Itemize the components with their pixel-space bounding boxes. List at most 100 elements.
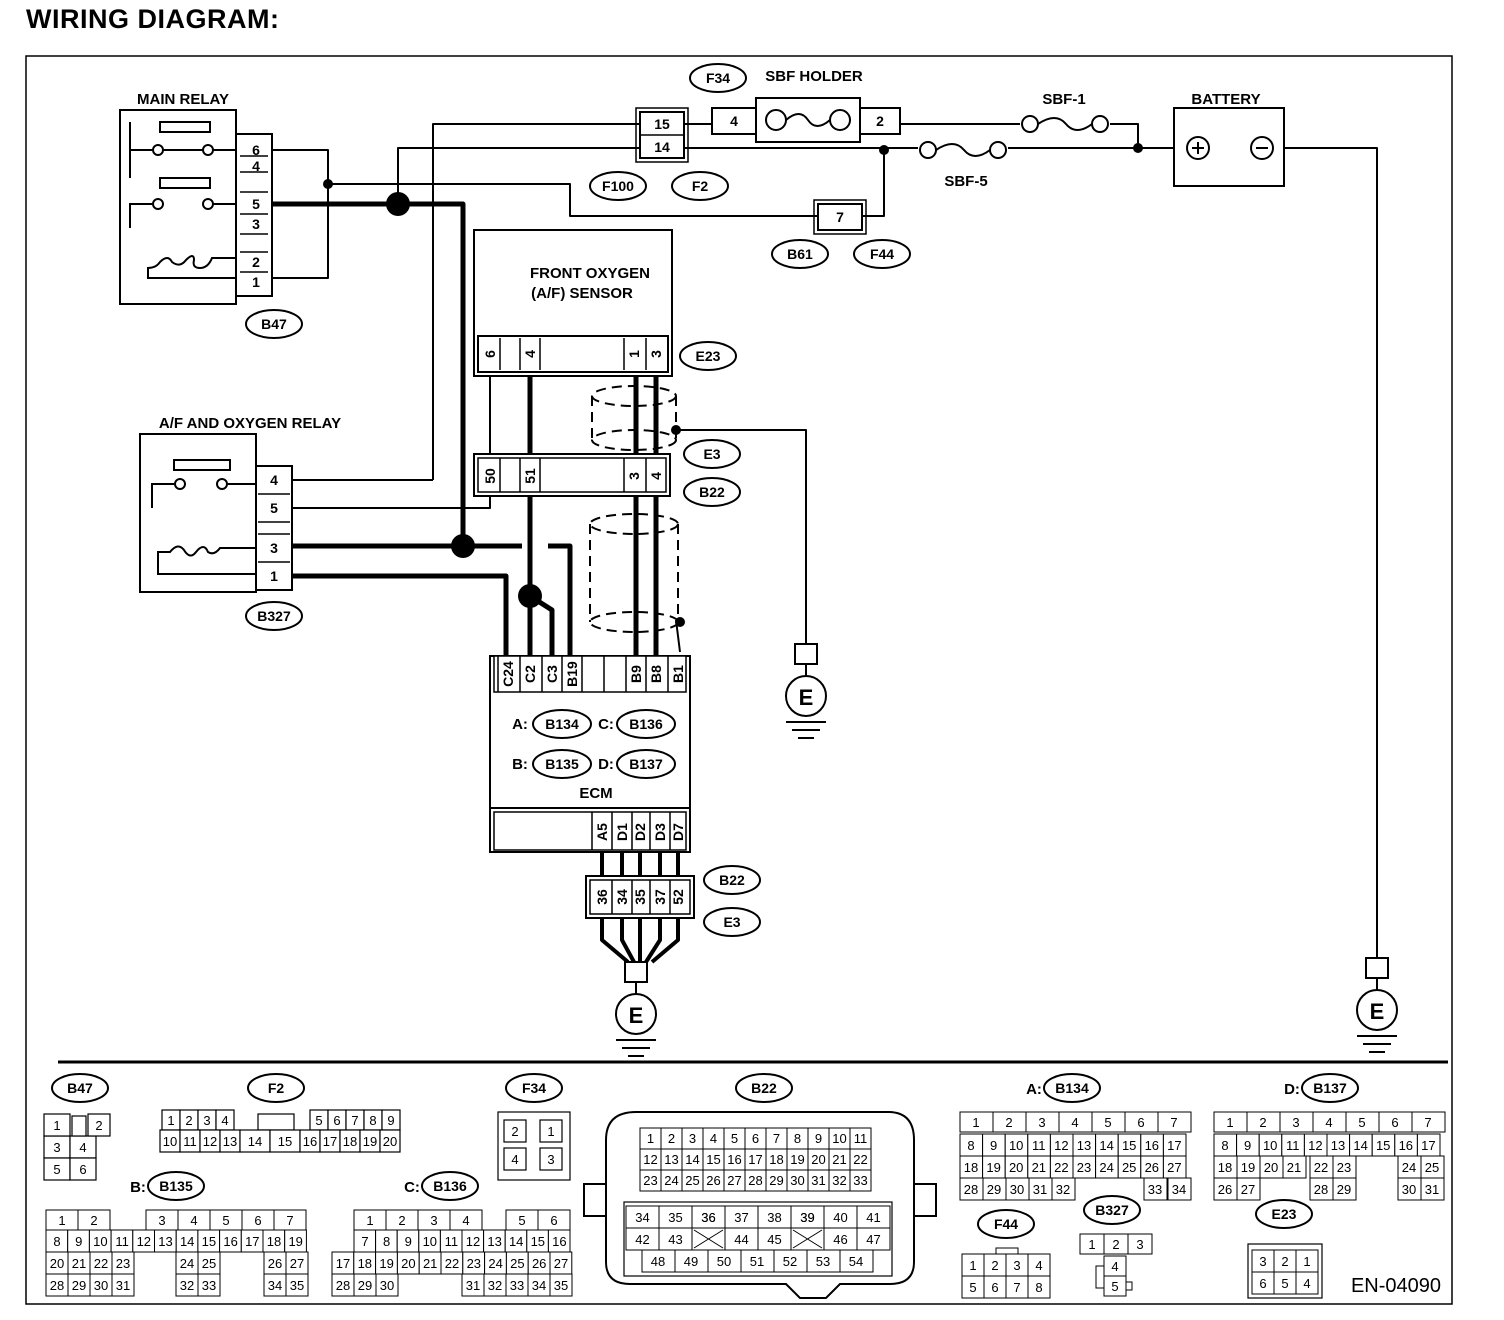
connector-pin: 5 — [518, 1213, 525, 1228]
connector-pin: 6 — [752, 1131, 759, 1146]
connector-pin: 20 — [401, 1256, 415, 1271]
connector-pin: 8 — [794, 1131, 801, 1146]
connector-pin: 9 — [815, 1131, 822, 1146]
connector-pin: 5 — [53, 1162, 60, 1177]
connector-pin: 1 — [547, 1124, 554, 1139]
connector-pin: 38 — [767, 1210, 781, 1225]
e23-pin: 4 — [522, 350, 538, 358]
b61-pin: 7 — [836, 209, 844, 225]
connector-pin: 17 — [245, 1234, 259, 1249]
connector-pin: 18 — [964, 1160, 978, 1175]
connector-pin: 5 — [1104, 1115, 1111, 1130]
tag-b134: B134 — [532, 709, 592, 739]
connector-pin: 21 — [423, 1256, 437, 1271]
connector-pin: 5 — [969, 1280, 976, 1295]
connector-pin: 8 — [1221, 1138, 1228, 1153]
connector-pin: 24 — [664, 1173, 678, 1188]
connector-pin: 9 — [990, 1138, 997, 1153]
connector-pin: 22 — [1054, 1160, 1068, 1175]
connector-pin: 23 — [643, 1173, 657, 1188]
main-relay-pin: 4 — [252, 158, 260, 174]
connector-pin: 8 — [967, 1138, 974, 1153]
connector-pin: 6 — [1259, 1276, 1266, 1291]
connector-pin: 49 — [684, 1254, 698, 1269]
connector-pin: 8 — [1035, 1280, 1042, 1295]
connector-pin: 22 — [445, 1256, 459, 1271]
connector-pin: 11 — [1286, 1138, 1300, 1153]
connector-pin: 32 — [488, 1278, 502, 1293]
ecm-prefix-c: C: — [598, 716, 614, 733]
ecm-bottom-pin: D1 — [614, 823, 630, 841]
connector-b135-tag: B135 — [147, 1171, 205, 1201]
e23-pin: 3 — [648, 350, 664, 358]
svg-text:F44: F44 — [994, 1216, 1018, 1232]
connector-pin: 18 — [1218, 1160, 1232, 1175]
connector-pin: 14 — [685, 1152, 699, 1167]
connector-pin: 1 — [647, 1131, 654, 1146]
ground-ecm: E — [615, 961, 657, 1057]
tag-b22-top: B22 — [683, 477, 741, 507]
ground-e3: E — [785, 643, 827, 739]
svg-text:B22: B22 — [719, 872, 745, 888]
ecm-top-pin: B8 — [648, 665, 664, 683]
connector-e23-tag: E23 — [1255, 1199, 1313, 1229]
connector-pin: 6 — [254, 1213, 261, 1228]
connector-pin: 31 — [1425, 1182, 1439, 1197]
connector-pin: 30 — [94, 1278, 108, 1293]
tag-e23: E23 — [679, 341, 737, 371]
connector-pin: 33 — [202, 1278, 216, 1293]
ecm-top-pin: B1 — [670, 665, 686, 683]
connector-pin: 17 — [323, 1134, 337, 1149]
svg-text:B135: B135 — [159, 1178, 193, 1194]
connector-pin: 9 — [405, 1234, 412, 1249]
connector-b134-tag: B134 — [1043, 1073, 1101, 1103]
svg-text:B22: B22 — [751, 1080, 777, 1096]
svg-text:F34: F34 — [522, 1080, 546, 1096]
connector-pin: 53 — [816, 1254, 830, 1269]
b22-top-pin: 50 — [482, 468, 498, 484]
connector-pin: 11 — [183, 1134, 197, 1149]
connector-pin: 16 — [303, 1134, 317, 1149]
page-title: WIRING DIAGRAM: — [26, 4, 280, 34]
connector-pin: 1 — [972, 1115, 979, 1130]
tag-b61: B61 — [771, 239, 829, 269]
connector-pin: 6 — [1391, 1115, 1398, 1130]
connector-pin: 4 — [511, 1152, 518, 1167]
tag-b47: B47 — [245, 309, 303, 339]
connector-pin: 3 — [203, 1113, 210, 1128]
main-relay-label: MAIN RELAY — [137, 91, 229, 108]
connector-pin: 26 — [1145, 1160, 1159, 1175]
connector-pin: 4 — [1111, 1259, 1118, 1274]
connector-pin: 2 — [511, 1124, 518, 1139]
connector-pin: 33 — [1148, 1182, 1162, 1197]
connector-b327-tag: B327 — [1083, 1195, 1141, 1225]
connector-pin: 21 — [832, 1152, 846, 1167]
svg-text:F2: F2 — [692, 178, 709, 194]
connector-pin: 2 — [90, 1213, 97, 1228]
svg-text:E: E — [629, 1003, 644, 1028]
connector-pin: 20 — [811, 1152, 825, 1167]
connector-pin: 52 — [783, 1254, 797, 1269]
connector-pin: 4 — [1325, 1115, 1332, 1130]
battery-label: BATTERY — [1191, 91, 1260, 108]
connector-pin: 4 — [1071, 1115, 1078, 1130]
tag-f100: F100 — [589, 171, 647, 201]
tag-b136: B136 — [616, 709, 676, 739]
sbf-holder-pin: 2 — [876, 113, 884, 129]
connector-pin: 18 — [267, 1234, 281, 1249]
connector-pin: 12 — [643, 1152, 657, 1167]
connector-pin: 10 — [1009, 1138, 1023, 1153]
connector-b47-tag: B47 — [51, 1073, 109, 1103]
connector-pin: 39 — [800, 1210, 814, 1225]
main-relay-pin: 5 — [252, 196, 260, 212]
tag-f34: F34 — [689, 63, 747, 93]
ecm-top-pin: B9 — [628, 665, 644, 683]
connector-pin: 24 — [180, 1256, 194, 1271]
sbf-holder-label: SBF HOLDER — [765, 68, 863, 85]
tag-b135: B135 — [532, 749, 592, 779]
ecm-bottom-pin: A5 — [594, 823, 610, 841]
connector-b137-tag: B137 — [1301, 1073, 1359, 1103]
connector-pin: 15 — [531, 1234, 545, 1249]
connector-pin: 27 — [1167, 1160, 1181, 1175]
